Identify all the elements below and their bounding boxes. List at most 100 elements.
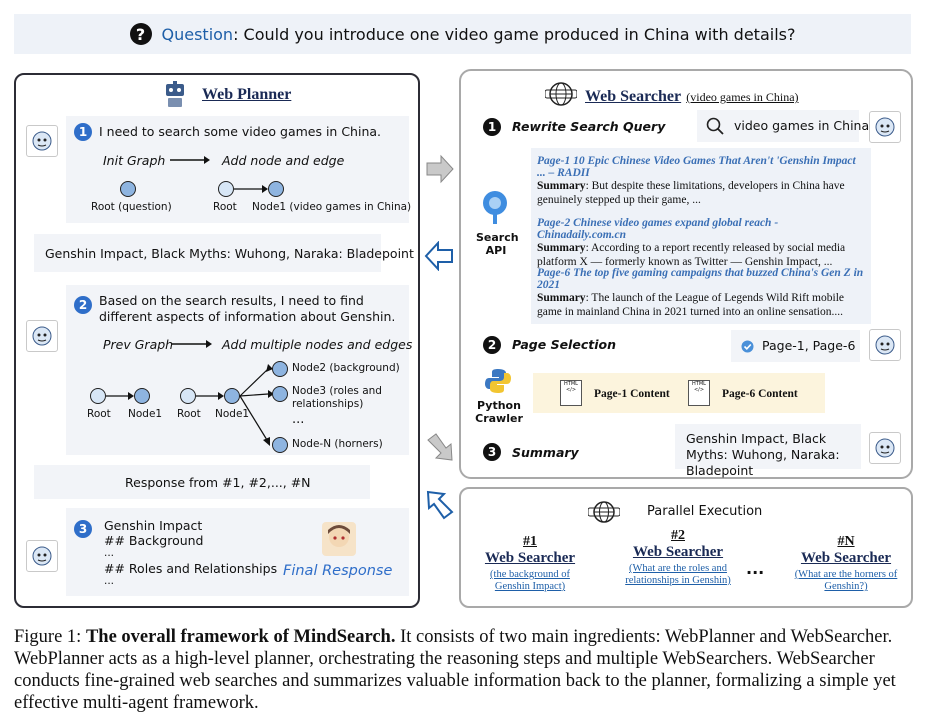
rewrite-query-label: Rewrite Search Query	[512, 119, 666, 134]
parallel-execution-panel	[459, 487, 913, 608]
fanout-edges-icon	[239, 364, 274, 446]
planner-step3-number: 3	[74, 520, 92, 538]
searcher-avatar-2-icon	[869, 329, 901, 361]
search-query-text: video games in China	[734, 118, 870, 133]
arrow-right-2-icon	[172, 340, 212, 348]
search-results-box	[531, 148, 871, 324]
result-2-summary: Summary: According to a report recently …	[537, 241, 867, 269]
globe-icon	[544, 81, 578, 107]
node-n-label: Node-N (horners)	[292, 438, 383, 450]
parallel-1-name[interactable]: Web Searcher	[484, 550, 576, 566]
python-icon	[485, 369, 511, 393]
searcher-step2-number: 2	[483, 336, 501, 354]
new-edge-icon	[196, 392, 224, 400]
parallel-1-num: #1	[523, 534, 537, 549]
web-searcher-heading: Web Searcher (video games in China)	[585, 86, 799, 106]
search-result-3[interactable]: Page-6 The top five gaming campaigns tha…	[537, 267, 867, 319]
step3-line4: ## Roles and Relationships	[104, 561, 278, 576]
web-searcher-title: Web Searcher	[585, 88, 682, 105]
question-icon: ?	[129, 23, 152, 45]
graph-node-root-question	[120, 181, 136, 197]
search-icon	[706, 117, 724, 135]
planner-result2-box	[34, 465, 370, 499]
web-searcher-panel	[459, 69, 913, 479]
parallel-n-name[interactable]: Web Searcher	[800, 550, 892, 566]
result-3-summary-text: : The launch of the League of Legends Wi…	[537, 292, 844, 318]
arrow-down-right-icon	[427, 433, 453, 461]
new-node-root	[180, 388, 196, 404]
result-2-summary-text: : According to a report recently release…	[537, 242, 846, 268]
parallel-searcher-2[interactable]: #2 Web Searcher (What are the roles and …	[622, 528, 734, 587]
html-file-icon-1: HTML</>	[560, 380, 582, 406]
page-selection-label: Page Selection	[512, 337, 616, 352]
node-root-label: Root	[213, 201, 237, 213]
figure-caption: Figure 1: The overall framework of MindS…	[14, 626, 914, 714]
final-response-label: Final Response	[283, 563, 393, 579]
arrow-to-planner-icon	[424, 241, 453, 271]
arrow-right-icon	[170, 156, 210, 164]
new-root-label: Root	[177, 408, 201, 420]
page1-content-label[interactable]: Page-1 Content	[594, 388, 670, 400]
init-graph-label: Init Graph	[103, 153, 166, 168]
parallel-searcher-1[interactable]: #1 Web Searcher (the background of Gensh…	[480, 534, 580, 593]
planner-result2-text: Response from #1, #2,..., #N	[125, 475, 311, 490]
check-circle-icon	[741, 340, 754, 353]
summary-output-box	[675, 424, 861, 469]
search-api-label: Search API	[476, 231, 519, 257]
arrow-to-searcher-icon	[426, 154, 454, 184]
selected-pages-text: Page-1, Page-6	[762, 338, 856, 353]
new-node-node1	[224, 388, 240, 404]
result-2-title[interactable]: Page-2 Chinese video games expand global…	[537, 217, 779, 241]
search-api-icon	[483, 191, 507, 224]
searcher-step3-number: 3	[483, 443, 501, 461]
summary-label: Summary	[512, 445, 579, 460]
planner-avatar-2-icon	[26, 320, 58, 352]
result-3-summary: Summary: The launch of the League of Leg…	[537, 291, 867, 319]
planner-step1-box	[66, 116, 409, 223]
parallel-searcher-n[interactable]: #N Web Searcher (What are the horners of…	[793, 534, 899, 593]
searcher-avatar-3-icon	[869, 432, 901, 464]
planner-step1-number: 1	[74, 123, 92, 141]
web-planner-title: Web Planner	[202, 86, 292, 103]
searcher-avatar-1-icon	[869, 111, 901, 143]
step3-line1: Genshin Impact	[104, 518, 203, 533]
node-node1-label: Node1 (video games in China)	[252, 201, 412, 213]
caption-prefix: Figure 1:	[14, 627, 86, 647]
result-1-summary-label: Summary	[537, 180, 586, 192]
search-result-1[interactable]: Page-1 10 Epic Chinese Video Games That …	[537, 155, 867, 207]
parallel-n-sub: (What are the horners of Genshin?)	[794, 569, 898, 592]
result-3-title[interactable]: Page-6 The top five gaming campaigns tha…	[537, 267, 864, 291]
node-root-question-label: Root (question)	[91, 201, 172, 213]
planner-result1-text: Genshin Impact, Black Myths: Wuhong, Nar…	[45, 246, 414, 261]
parallel-2-num: #2	[671, 528, 685, 543]
result-2-summary-label: Summary	[537, 242, 586, 254]
planner-step2-text: Based on the search results, I need to f…	[99, 293, 396, 324]
summary-output-text: Genshin Impact, Black Myths: Wuhong, Nar…	[686, 431, 840, 478]
add-node-label: Add node and edge	[222, 153, 345, 168]
crawler-label-line2: Crawler	[475, 412, 523, 425]
graph-node-node1	[268, 181, 284, 197]
search-api-label-line2: API	[485, 244, 507, 257]
node2	[272, 361, 288, 377]
step3-line2: ## Background	[104, 533, 204, 548]
question-body: : Could you introduce one video game pro…	[233, 24, 796, 44]
result-1-summary-text: : But despite these limitations, develop…	[537, 180, 845, 206]
node-n	[272, 437, 288, 453]
arrow-up-left-icon	[426, 490, 454, 520]
character-portrait-icon	[322, 522, 356, 556]
parallel-2-name[interactable]: Web Searcher	[632, 544, 724, 560]
question-text: Question: Could you introduce one video …	[162, 25, 796, 44]
step3-line5: ...	[104, 575, 115, 587]
planner-step1-text: I need to search some video games in Chi…	[99, 124, 382, 139]
search-query-box[interactable]	[697, 110, 859, 142]
prev-root-label: Root	[87, 408, 111, 420]
search-result-2[interactable]: Page-2 Chinese video games expand global…	[537, 217, 867, 269]
crawler-label-line1: Python	[477, 399, 521, 412]
result-1-title[interactable]: Page-1 10 Epic Chinese Video Games That …	[537, 155, 856, 179]
graph-node-root	[218, 181, 234, 197]
planner-avatar-3-icon	[26, 540, 58, 572]
html-file-1-tag: HTML	[564, 381, 578, 387]
page6-content-label[interactable]: Page-6 Content	[722, 388, 798, 400]
edge-arrow-icon	[234, 185, 268, 193]
prev-graph-label: Prev Graph	[103, 337, 174, 352]
